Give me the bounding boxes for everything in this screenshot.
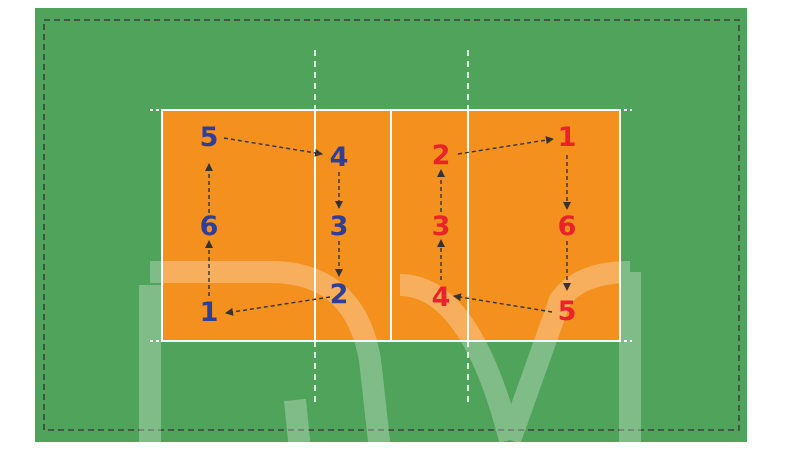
team-left-position-3: 3	[330, 211, 349, 242]
rotation-arrow	[453, 293, 553, 313]
rotation-arrows-team-right	[437, 136, 571, 313]
free-zone-boundary	[43, 19, 740, 431]
team-right-position-3: 3	[432, 211, 451, 242]
watermark-logo	[139, 261, 641, 450]
team-right-position-4: 4	[432, 282, 451, 313]
team-left-position-4: 4	[330, 142, 349, 173]
team-right-position-2: 2	[432, 140, 451, 171]
team-left-position-5: 5	[200, 122, 219, 153]
rotation-arrow	[225, 296, 331, 316]
team-right-position-5: 5	[558, 296, 577, 327]
team-left-position-2: 2	[330, 279, 349, 310]
rotation-arrows-team-left	[205, 137, 343, 316]
team-right-positions: 1 2 3 4 5 6	[432, 122, 577, 327]
team-left-positions: 1 2 3 4 5 6	[200, 122, 349, 328]
team-right-position-6: 6	[558, 211, 577, 242]
team-left-position-6: 6	[200, 211, 219, 242]
team-left-position-1: 1	[200, 297, 219, 328]
rotation-arrow	[223, 137, 323, 157]
rotation-arrow	[457, 136, 554, 155]
team-right-position-1: 1	[558, 122, 577, 153]
